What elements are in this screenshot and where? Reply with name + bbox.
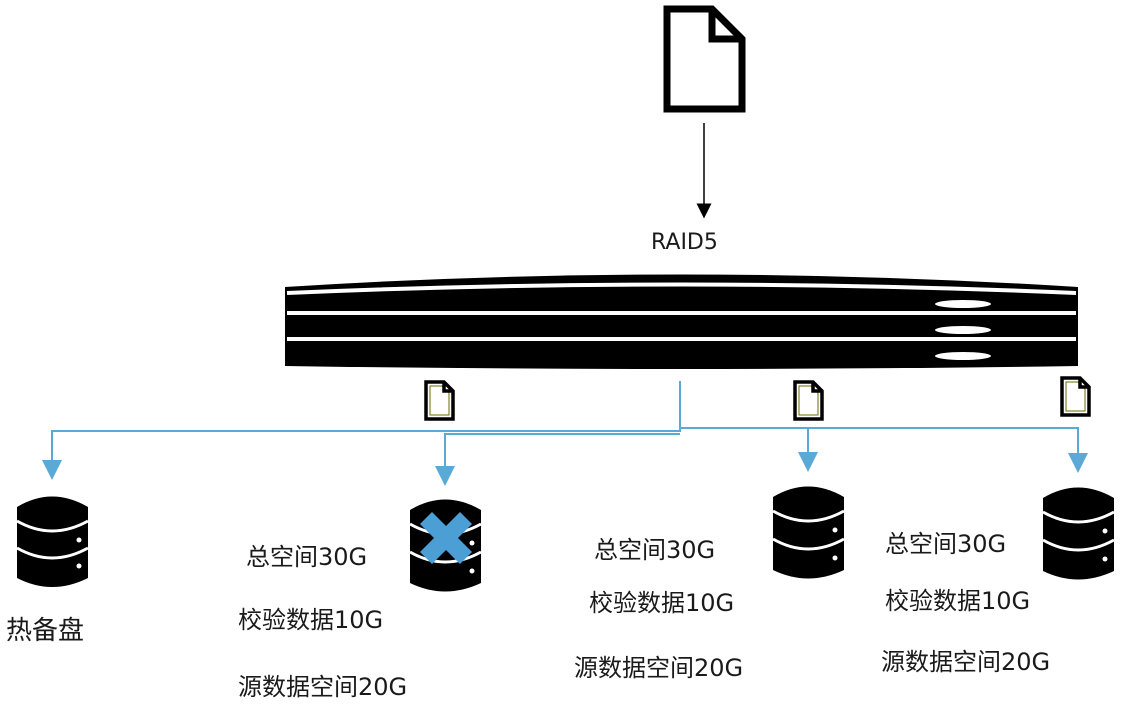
file-icon (663, 5, 746, 113)
raid-label: RAID5 (651, 230, 718, 255)
disk-1-source: 源数据空间20G (238, 673, 408, 701)
connector-lines (42, 381, 1088, 486)
raid-array-icon (285, 274, 1078, 369)
small-file-icon (793, 380, 824, 421)
disk-2-total: 总空间30G (594, 536, 716, 564)
disk-1-parity: 校验数据10G (238, 606, 384, 634)
database-icon (1042, 487, 1115, 580)
disk-3-source: 源数据空间20G (881, 648, 1051, 676)
database-icon (16, 496, 89, 587)
disk-2-parity: 校验数据10G (589, 589, 735, 617)
fail-x-icon (420, 512, 472, 564)
disk-3-parity: 校验数据10G (885, 587, 1031, 615)
disk-2-source: 源数据空间20G (574, 654, 744, 682)
database-icon (772, 486, 845, 579)
disk-3-total: 总空间30G (885, 530, 1007, 558)
disk-1-total: 总空间30G (246, 543, 368, 571)
small-file-icon (1060, 376, 1091, 417)
hot-spare-label: 热备盘 (6, 616, 85, 646)
small-file-icon (424, 380, 455, 421)
